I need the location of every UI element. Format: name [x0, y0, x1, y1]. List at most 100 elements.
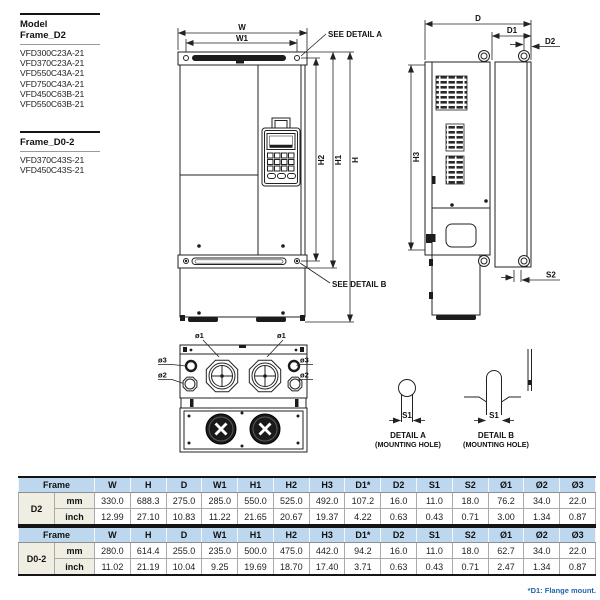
col-header: H [129, 526, 167, 543]
col-header: S2 [451, 526, 489, 543]
value-cell: 76.2 [487, 492, 525, 509]
see-detail-b-label: SEE DETAIL B [332, 280, 387, 289]
value-cell: 1.34 [523, 558, 561, 576]
model-item: VFD370C23A-21 [20, 58, 85, 69]
col-header: H1 [237, 476, 274, 493]
bottom-mounting-slot [191, 257, 287, 265]
value-cell: 0.71 [451, 508, 489, 526]
d02-model-list: VFD370C43S-21 VFD450C43S-21 [20, 155, 100, 175]
col-header: Ø2 [523, 526, 561, 543]
value-cell: 21.65 [237, 508, 274, 526]
model-item: VFD450C43S-21 [20, 165, 85, 176]
model-panel: Model Frame_D2 VFD300C23A-21 VFD370C23A-… [20, 13, 100, 176]
detail-b-subtitle: (MOUNTING HOLE) [463, 440, 529, 449]
conduit-band [180, 397, 307, 409]
front-view-dimensions: W W1 SEE DETAIL A SEE DETAIL B H2 H1 H [177, 23, 387, 323]
dia1-label: ø1 [195, 331, 204, 340]
cable-gland-medium [182, 376, 198, 392]
side-cutout [445, 223, 477, 248]
detail-a-subtitle: (MOUNTING HOLE) [375, 440, 441, 449]
value-cell: 4.22 [344, 508, 382, 526]
col-header: Ø2 [523, 476, 561, 493]
divider [20, 44, 100, 45]
dim-label-h1: H1 [334, 154, 343, 165]
value-cell: 21.19 [129, 558, 167, 576]
bottom-mounting-plate [177, 254, 308, 269]
col-header: S2 [451, 476, 489, 493]
dim-label-s1: S1 [489, 411, 499, 420]
detail-b-title: DETAIL B [478, 431, 514, 440]
model-item: VFD550C63B-21 [20, 99, 85, 110]
model-heading-line2: Frame_D2 [20, 30, 66, 41]
lifting-ring [518, 50, 530, 62]
keypad-display [266, 133, 296, 150]
value-cell: 18.0 [451, 492, 489, 509]
col-header: H2 [272, 526, 310, 543]
col-header: D [165, 526, 203, 543]
dim-label-w: W [238, 23, 246, 32]
value-cell: 688.3 [129, 492, 167, 509]
frame-cell: D2 [18, 492, 55, 526]
col-header: W1 [201, 476, 239, 493]
d02-heading: Frame_D0-2 [20, 137, 75, 149]
model-item: VFD750C43A-21 [20, 78, 85, 89]
value-cell: 500.0 [237, 542, 274, 559]
col-header-frame: Frame [17, 476, 96, 493]
value-cell: 22.0 [559, 492, 596, 509]
vent-grille [445, 155, 465, 185]
value-cell: 22.0 [559, 542, 596, 559]
d2-model-list: VFD300C23A-21 VFD370C23A-21 VFD550C43A-2… [20, 48, 100, 109]
col-header: W [94, 526, 131, 543]
model-item: VFD300C23A-21 [20, 48, 85, 58]
value-cell: 235.0 [201, 542, 239, 559]
mounting-hole [294, 258, 300, 264]
unit-cell: inch [53, 558, 96, 576]
value-cell: 550.0 [237, 492, 274, 509]
dia3-label: ø3 [158, 356, 167, 365]
top-mounting-slot [192, 55, 286, 61]
detail-a: S1 DETAIL A (MOUNTING HOLE) [375, 379, 442, 449]
dia1-label: ø1 [277, 331, 286, 340]
col-header: S1 [416, 526, 453, 543]
mounting-hole [294, 55, 300, 61]
value-cell: 62.7 [487, 542, 525, 559]
dim-label-h3: H3 [412, 151, 421, 162]
value-cell: 34.0 [523, 542, 561, 559]
dim-label-s2: S2 [546, 271, 556, 280]
value-cell: 19.37 [308, 508, 346, 526]
value-cell: 10.83 [165, 508, 203, 526]
value-cell: 94.2 [344, 542, 382, 559]
mounting-flange-plate [494, 61, 532, 268]
dia3-label: ø3 [300, 356, 309, 365]
dim-label-w1: W1 [236, 34, 249, 43]
fan-section [179, 407, 308, 453]
unit-cell: mm [53, 542, 96, 559]
col-header: H1 [237, 526, 274, 543]
col-header: Ø1 [487, 476, 525, 493]
col-header: D1* [344, 526, 382, 543]
value-cell: 0.87 [559, 508, 596, 526]
bottom-view-labels: ø1 ø1 ø3 ø2 ø3 ø2 [158, 331, 313, 384]
side-view-dimensions: D D1 D2 H3 S2 [408, 14, 560, 283]
dim-label-d1: D1 [507, 26, 518, 35]
slot-tab [236, 61, 244, 64]
value-cell: 3.00 [487, 508, 525, 526]
value-cell: 11.0 [416, 542, 453, 559]
value-cell: 614.4 [129, 542, 167, 559]
value-cell: 17.40 [308, 558, 346, 576]
dimension-drawing: W W1 SEE DETAIL A SEE DETAIL B H2 H1 H [158, 14, 560, 453]
col-header: D2 [380, 476, 418, 493]
dim-label-h2: H2 [317, 154, 326, 165]
side-view [424, 50, 532, 320]
keypad-buttons [267, 152, 296, 179]
vent-grille [435, 75, 468, 111]
bottom-view [179, 344, 308, 453]
value-cell: 0.43 [416, 558, 453, 576]
col-header: D1* [344, 476, 382, 493]
value-cell: 12.99 [94, 508, 131, 526]
gland-plate [179, 353, 308, 399]
